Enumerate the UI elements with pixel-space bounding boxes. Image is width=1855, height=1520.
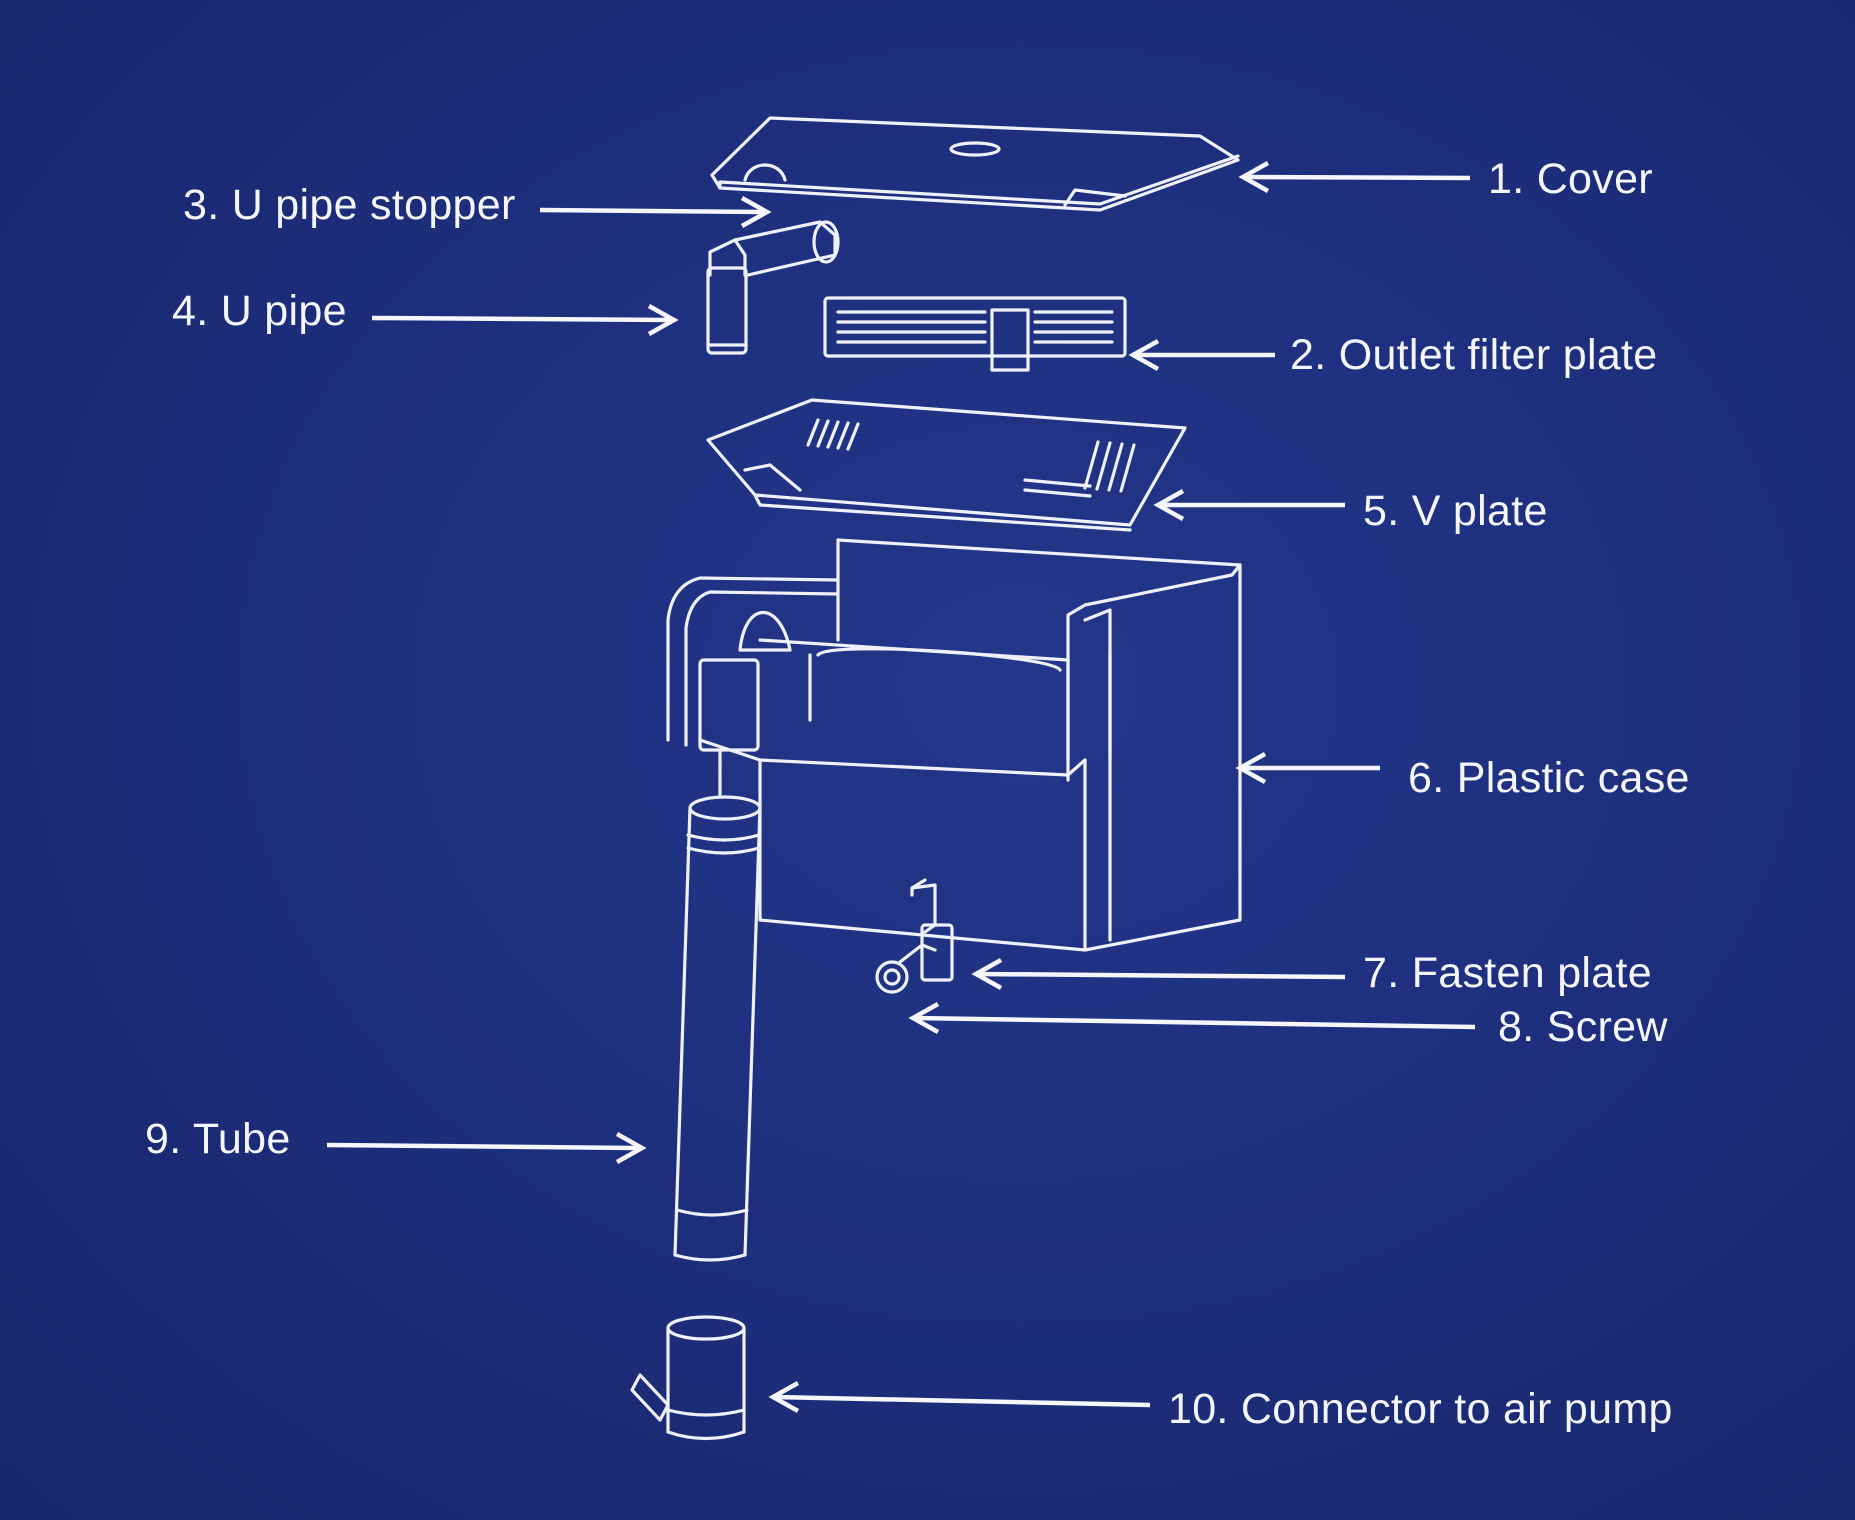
arrow-connector: [768, 1381, 1151, 1413]
label-v-plate: 5. V plate: [1363, 487, 1548, 535]
label-plastic-case: 6. Plastic case: [1408, 754, 1690, 802]
label-fasten-plate: 7. Fasten plate: [1363, 949, 1652, 997]
tube-part: [673, 748, 762, 1262]
plastic-case-part: [666, 538, 1242, 952]
fasten-plate-part: [875, 878, 954, 994]
label-outlet-filter-plate: 2. Outlet filter plate: [1290, 331, 1658, 379]
arrow-screw: [908, 1002, 1476, 1034]
connector-part: [630, 1315, 746, 1441]
label-screw: 8. Screw: [1498, 1003, 1668, 1051]
v-plate-part: [706, 398, 1187, 532]
u-pipe-part: [706, 220, 840, 355]
arrow-fasten-plate: [971, 958, 1346, 990]
arrow-tube: [326, 1132, 647, 1164]
arrow-v-plate: [1153, 489, 1345, 521]
arrow-outlet-filter-plate: [1128, 339, 1275, 371]
arrow-cover: [1238, 161, 1471, 193]
label-cover: 1. Cover: [1488, 155, 1653, 203]
cover-part: [710, 116, 1240, 212]
label-u-pipe: 4. U pipe: [172, 287, 347, 335]
arrow-plastic-case: [1235, 752, 1380, 784]
label-u-pipe-stopper: 3. U pipe stopper: [183, 181, 516, 229]
arrow-u-pipe-stopper: [539, 196, 772, 228]
arrow-u-pipe: [371, 304, 679, 336]
label-tube: 9. Tube: [145, 1115, 291, 1163]
outlet-filter-plate-part: [823, 296, 1127, 372]
label-connector: 10. Connector to air pump: [1168, 1385, 1673, 1433]
